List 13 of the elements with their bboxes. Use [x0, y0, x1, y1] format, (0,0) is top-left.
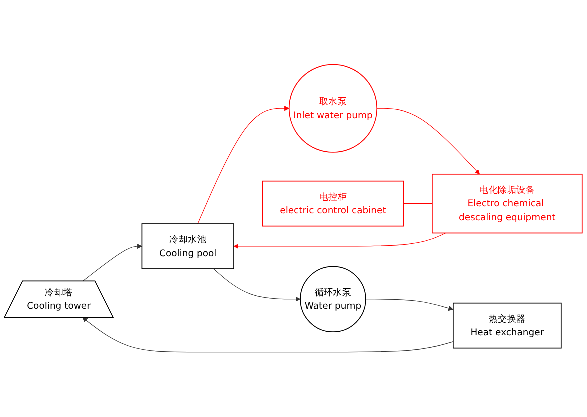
node-box: 冷却水池 Cooling pool	[142, 224, 234, 270]
node-box: 电化除垢设备 Electro chemical descaling equipment	[432, 174, 583, 234]
arrow	[366, 299, 454, 311]
arrow	[376, 108, 480, 175]
node-box: 电控柜 electric control cabinet	[262, 180, 404, 227]
arrow	[213, 268, 301, 302]
arrow	[234, 232, 446, 250]
arrow	[198, 106, 290, 224]
arrow	[82, 318, 454, 353]
node-circle: 循环水泵 Water pump	[300, 266, 366, 333]
node-circle: 取水泵 Inlet water pump	[288, 64, 378, 153]
arrow	[82, 244, 142, 282]
node-box: 热交换器 Heat exchanger	[453, 302, 562, 349]
